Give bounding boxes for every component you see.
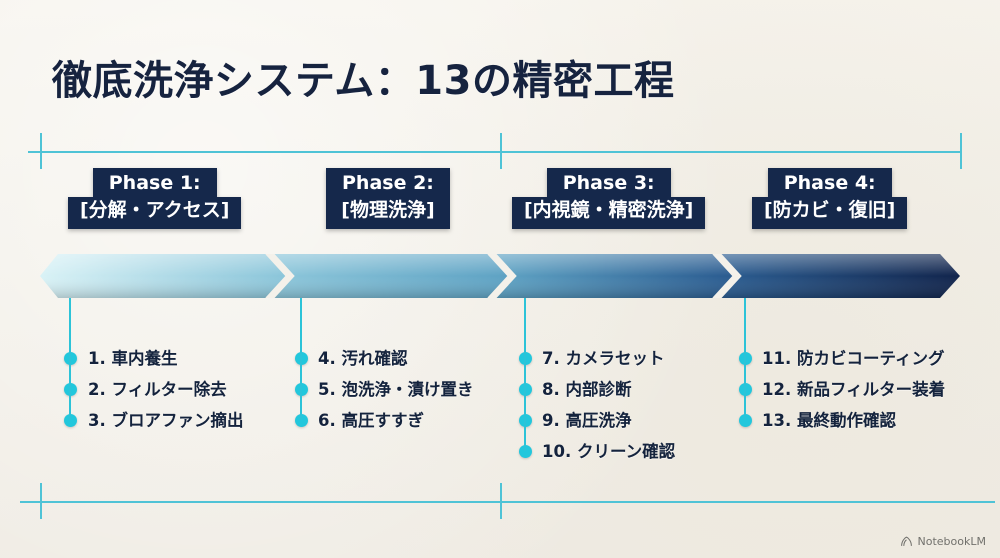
phase-box-4[interactable]: Phase 4: [防カビ・復旧] xyxy=(752,168,908,229)
phase-label-1: Phase 1: xyxy=(92,168,217,197)
list-item: 8. 内部診断 xyxy=(542,380,632,399)
list-item: 2. フィルター除去 xyxy=(88,380,227,399)
watermark-label: NotebookLM xyxy=(917,535,986,548)
phase-box-2[interactable]: Phase 2: [物理洗浄] xyxy=(326,168,450,229)
connector-stem-2 xyxy=(300,298,302,360)
phase-progress-ribbon xyxy=(40,254,960,298)
phase-subtitle-4: [防カビ・復旧] xyxy=(752,196,908,229)
top-decorative-rule xyxy=(28,151,960,153)
step-list-2: 4. 汚れ確認 5. 泡洗浄・漬け置き 6. 高圧すすぎ xyxy=(318,343,474,436)
list-item: 13. 最終動作確認 xyxy=(762,411,896,430)
list-item: 5. 泡洗浄・漬け置き xyxy=(318,380,474,399)
list-item: 3. ブロアファン摘出 xyxy=(88,411,244,430)
step-dot-2-3 xyxy=(295,414,308,427)
step-list-3: 7. カメラセット 8. 内部診断 9. 高圧洗浄 10. クリーン確認 xyxy=(542,343,675,467)
phase-subtitle-3: [内視鏡・精密洗浄] xyxy=(512,196,706,229)
phase-label-2: Phase 2: xyxy=(326,168,450,197)
connector-stem-4 xyxy=(744,298,746,360)
phase-subtitle-1: [分解・アクセス] xyxy=(68,196,242,229)
bottom-decorative-rule xyxy=(20,501,995,503)
list-item: 4. 汚れ確認 xyxy=(318,349,408,368)
page-title: 徹底洗浄システム：13の精密工程 xyxy=(52,58,675,104)
step-dot-3-4 xyxy=(519,445,532,458)
step-dot-4-3 xyxy=(739,414,752,427)
watermark: NotebookLM xyxy=(900,535,986,548)
connector-stem-3-ext xyxy=(524,352,526,451)
list-item: 6. 高圧すすぎ xyxy=(318,411,424,430)
top-tick-center xyxy=(500,133,502,169)
step-list-1: 1. 車内養生 2. フィルター除去 3. ブロアファン摘出 xyxy=(88,343,244,436)
bottom-tick-center xyxy=(500,483,502,519)
phase-box-1[interactable]: Phase 1: [分解・アクセス] xyxy=(68,168,242,229)
list-item: 12. 新品フィルター装着 xyxy=(762,380,946,399)
step-list-4: 11. 防カビコーティング 12. 新品フィルター装着 13. 最終動作確認 xyxy=(762,343,945,436)
list-item: 9. 高圧洗浄 xyxy=(542,411,632,430)
notebooklm-icon xyxy=(900,536,912,546)
phase-label-3: Phase 3: xyxy=(546,168,671,197)
step-dot-1-3 xyxy=(64,414,77,427)
top-tick-left xyxy=(40,133,42,169)
list-item: 11. 防カビコーティング xyxy=(762,349,945,368)
connector-stem-4-ext xyxy=(744,352,746,420)
list-item: 10. クリーン確認 xyxy=(542,442,676,461)
connector-stem-3 xyxy=(524,298,526,360)
phase-subtitle-2: [物理洗浄] xyxy=(326,196,450,229)
connector-stem-1 xyxy=(69,298,71,360)
bottom-tick-left xyxy=(40,483,42,519)
list-item: 1. 車内養生 xyxy=(88,349,178,368)
phase-label-4: Phase 4: xyxy=(767,168,892,197)
phase-box-3[interactable]: Phase 3: [内視鏡・精密洗浄] xyxy=(512,168,706,229)
top-tick-right xyxy=(960,133,962,169)
connector-stem-1-ext xyxy=(69,352,71,420)
connector-stem-2-ext xyxy=(300,352,302,420)
list-item: 7. カメラセット xyxy=(542,349,665,368)
